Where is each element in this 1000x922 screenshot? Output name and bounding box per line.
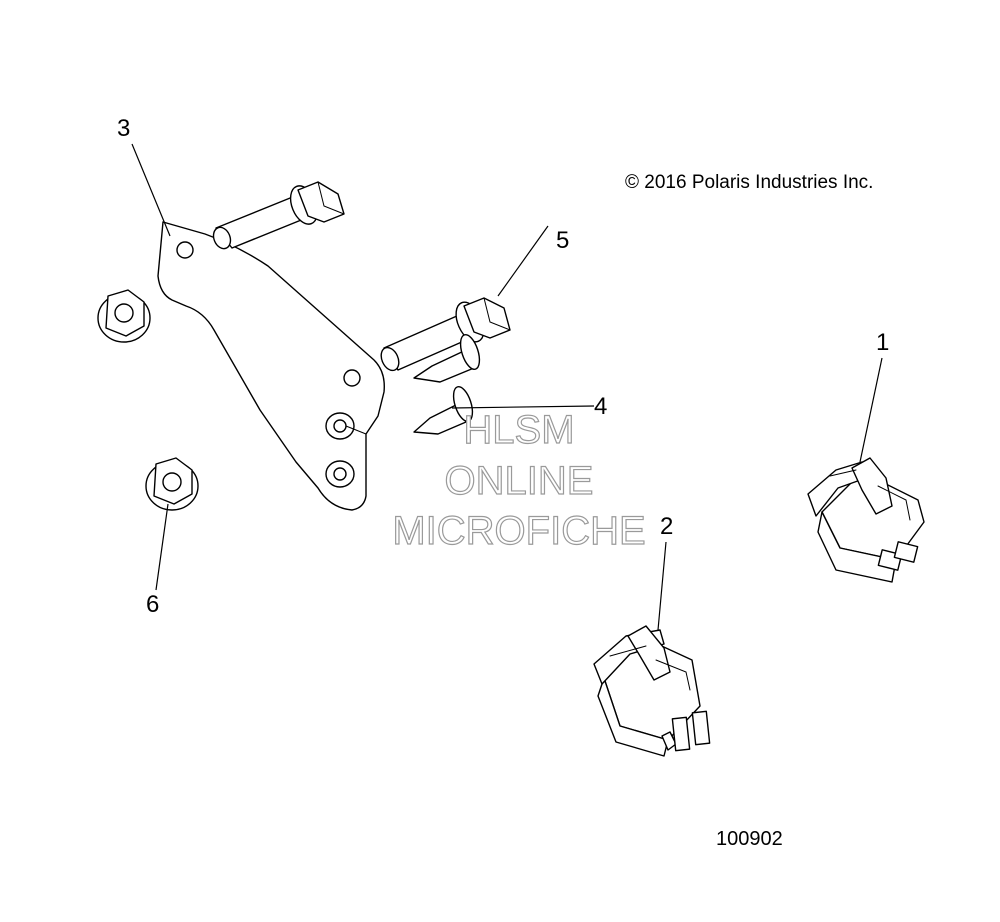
figure-number: 100902 bbox=[716, 828, 783, 850]
push-rivet-upper[interactable] bbox=[413, 332, 483, 383]
switch-part-2[interactable] bbox=[593, 625, 711, 757]
leader-4 bbox=[451, 405, 595, 409]
callout-4: 4 bbox=[594, 393, 607, 420]
leader-3 bbox=[131, 143, 171, 237]
flange-bolt-upper[interactable] bbox=[210, 181, 345, 251]
leader-6 bbox=[155, 503, 169, 591]
callout-2: 2 bbox=[660, 513, 673, 540]
leader-5 bbox=[497, 225, 549, 297]
callout-1: 1 bbox=[876, 329, 889, 356]
watermark: HLSM ONLINE MICROFICHE bbox=[392, 407, 647, 553]
push-rivet-lower[interactable] bbox=[413, 384, 476, 435]
callout-5: 5 bbox=[556, 227, 569, 254]
bracket-part[interactable] bbox=[157, 221, 385, 511]
flange-nut-upper[interactable] bbox=[97, 289, 151, 343]
leader-1 bbox=[859, 357, 883, 463]
switch-part-1[interactable] bbox=[807, 457, 925, 583]
callout-3: 3 bbox=[117, 115, 130, 142]
flange-nut-lower[interactable] bbox=[145, 457, 199, 511]
copyright-text: © 2016 Polaris Industries Inc. bbox=[625, 172, 873, 193]
flange-bolt-lower[interactable] bbox=[378, 297, 511, 373]
watermark-line-1: HLSM bbox=[463, 408, 574, 452]
callout-6: 6 bbox=[146, 591, 159, 618]
leader-lines bbox=[131, 143, 883, 631]
leader-2 bbox=[657, 541, 667, 631]
watermark-line-3: MICROFICHE bbox=[392, 509, 645, 553]
watermark-line-2: ONLINE bbox=[445, 459, 594, 503]
